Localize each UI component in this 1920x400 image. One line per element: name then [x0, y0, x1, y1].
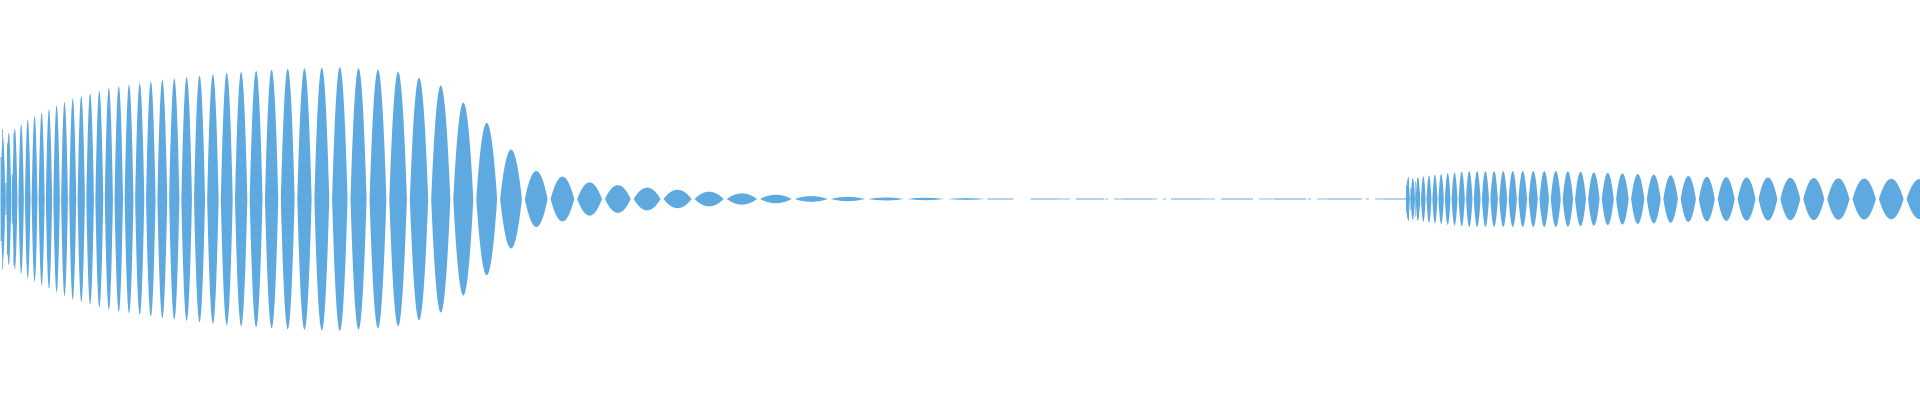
waveform-lobe [45, 109, 53, 289]
waveform-lobe [947, 198, 986, 200]
waveform-lobe [524, 170, 548, 228]
waveform-lobe [77, 95, 85, 303]
waveform-lobe [24, 119, 31, 279]
waveform-lobe [1616, 173, 1629, 225]
waveform-lobe [220, 72, 233, 326]
waveform-lobe [1758, 177, 1778, 221]
waveform-lobe [1646, 174, 1661, 224]
waveform-lobe [1601, 172, 1614, 226]
waveform-lobe [760, 194, 792, 204]
waveform-lobe [114, 86, 124, 312]
waveform-lobe [1588, 172, 1600, 226]
waveform-lobe [1550, 171, 1561, 227]
waveform-lobe [1717, 177, 1735, 221]
waveform-lobe [453, 102, 474, 296]
waveform-lobe [1451, 172, 1458, 226]
waveform-lobe [207, 74, 219, 324]
waveform-lobe [1508, 171, 1517, 227]
waveform-lobe [1878, 178, 1904, 220]
waveform-lobe [830, 196, 866, 202]
waveform-lobe [297, 68, 312, 330]
waveform-lobe [104, 88, 113, 310]
waveform-lobe [1737, 177, 1756, 221]
waveform-lobe [1426, 175, 1432, 223]
waveform-lobe [95, 90, 104, 308]
waveform-lobe [868, 197, 904, 201]
waveform-lobe [61, 101, 68, 297]
waveform-lobe [169, 78, 180, 320]
waveform-lobes [0, 67, 1920, 331]
waveform-lobe [633, 187, 661, 211]
waveform-lobe [663, 189, 692, 209]
waveform-lobe [38, 112, 45, 286]
waveform-lobe [694, 191, 724, 207]
waveform-lobe [53, 105, 60, 293]
waveform-lobe [1458, 171, 1465, 227]
waveform-lobe [1481, 171, 1489, 227]
waveform-lobe [249, 70, 263, 328]
waveform-lobe [1473, 171, 1481, 227]
waveform-lobe [431, 85, 451, 313]
waveform-lobe [726, 193, 758, 205]
waveform-lobe [1438, 173, 1444, 225]
waveform-lobe [146, 81, 156, 317]
waveform-lobe [181, 77, 192, 321]
waveform-lobe [1680, 175, 1696, 223]
waveform-lobe [1663, 175, 1678, 223]
waveform-lobe [1827, 178, 1850, 220]
waveform-lobe [332, 67, 348, 331]
waveform-lobe [1631, 174, 1645, 224]
waveform-lobe [577, 182, 602, 216]
waveform-lobe [1490, 171, 1498, 227]
waveform-lobe [1562, 171, 1574, 227]
waveform-lobe [409, 77, 429, 321]
waveform-lobe [1528, 171, 1538, 227]
waveform-lobe [69, 98, 77, 300]
waveform-lobe [264, 69, 279, 329]
waveform-lobe [1432, 174, 1438, 224]
waveform-lobe [1780, 177, 1801, 221]
waveform-lobe [1518, 171, 1528, 227]
waveform-lobe [794, 196, 828, 202]
waveform-lobe [350, 68, 367, 330]
waveform-lobe [1415, 177, 1421, 221]
waveform-lobe [389, 71, 407, 327]
waveform-lobe [550, 176, 575, 222]
waveform-lobe [906, 197, 945, 201]
waveform-lobe [1420, 176, 1426, 222]
waveform-lobe [31, 116, 38, 282]
waveform-lobe [1539, 171, 1549, 227]
waveform-lobe [1852, 178, 1876, 220]
waveform-lobe [500, 149, 522, 249]
waveform-lobe [1803, 177, 1825, 221]
waveform-lobe [1906, 179, 1920, 219]
waveform-lobe [280, 68, 295, 330]
waveform-lobe [369, 69, 387, 329]
waveform-lobe [604, 185, 631, 213]
waveform-lobe [1698, 176, 1715, 222]
waveform-lobe [476, 122, 498, 276]
waveform-lobe [12, 128, 18, 270]
waveform-lobe [86, 93, 94, 305]
waveform-lobe [1499, 171, 1508, 227]
waveform-lobe [1575, 171, 1586, 227]
waveform-lobe [1466, 171, 1473, 227]
waveform-lobe [1444, 173, 1451, 225]
waveform-lobe [135, 83, 145, 315]
waveform-lobe [314, 67, 330, 331]
waveform-lobe [157, 79, 168, 319]
waveform-lobe [18, 123, 24, 275]
waveform-lobe [234, 71, 248, 327]
waveform-lobe [124, 84, 134, 314]
waveform-lobe [194, 75, 206, 323]
